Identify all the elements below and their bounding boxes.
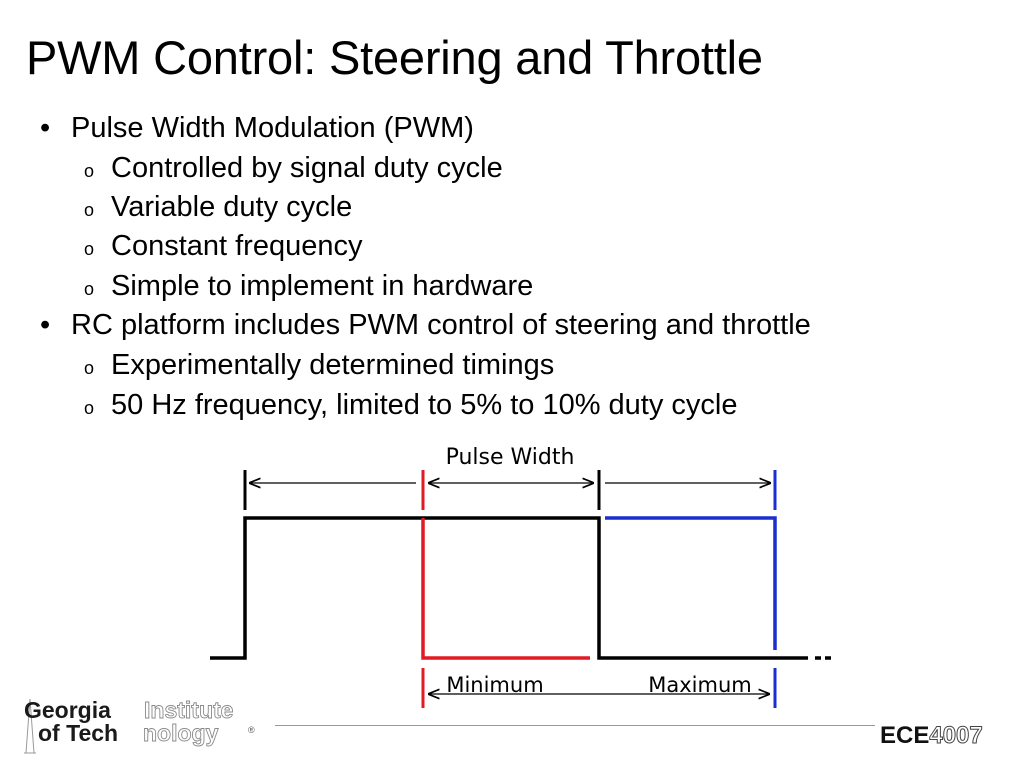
course-number: 4007 <box>929 722 983 750</box>
bullet-dot: • <box>40 309 51 341</box>
tech-tower-icon: Georgia Institute of Tech nology ® <box>24 697 255 754</box>
georgia-tech-logo: Georgia Institute of Tech nology ® <box>22 697 282 762</box>
sub-bullet-marker: o <box>84 161 95 181</box>
minimum-pulse <box>421 518 590 660</box>
signal-waveform <box>210 516 808 660</box>
logo-word-nology: nology <box>143 720 219 746</box>
bullet-text: Pulse Width Modulation (PWM) <box>71 112 474 144</box>
slide-title: PWM Control: Steering and Throttle <box>26 31 763 84</box>
registered-mark: ® <box>248 725 255 735</box>
bullet-text: RC platform includes PWM control of stee… <box>71 309 811 341</box>
footer-divider <box>275 725 875 726</box>
logo-word-of-tech: of Tech <box>38 720 118 746</box>
bullet-dot: • <box>40 112 51 144</box>
sub-bullet-text: Constant frequency <box>111 230 363 262</box>
course-prefix: ECE <box>880 722 930 749</box>
pulse-width-label: Pulse Width <box>446 445 575 470</box>
logo-word-georgia: Georgia <box>24 697 111 723</box>
sub-bullet-text: 50 Hz frequency, limited to 5% to 10% du… <box>111 389 738 421</box>
logo-word-institute: Institute <box>144 697 233 723</box>
sub-bullet-marker: o <box>84 358 95 378</box>
sub-bullet-text: Experimentally determined timings <box>111 349 555 381</box>
sub-bullet-marker: o <box>84 200 95 220</box>
maximum-label: Maximum <box>648 673 751 697</box>
sub-bullet-marker: o <box>84 239 95 259</box>
sub-bullet-text: Controlled by signal duty cycle <box>111 152 503 184</box>
sub-bullet-text: Simple to implement in hardware <box>111 270 534 302</box>
course-label: ECE4007 <box>880 722 983 750</box>
sub-bullet-marker: o <box>84 279 95 299</box>
minimum-label: Minimum <box>446 673 543 697</box>
sub-bullet-text: Variable duty cycle <box>111 191 353 223</box>
sub-bullet-marker: o <box>84 398 95 418</box>
maximum-pulse <box>605 516 777 650</box>
